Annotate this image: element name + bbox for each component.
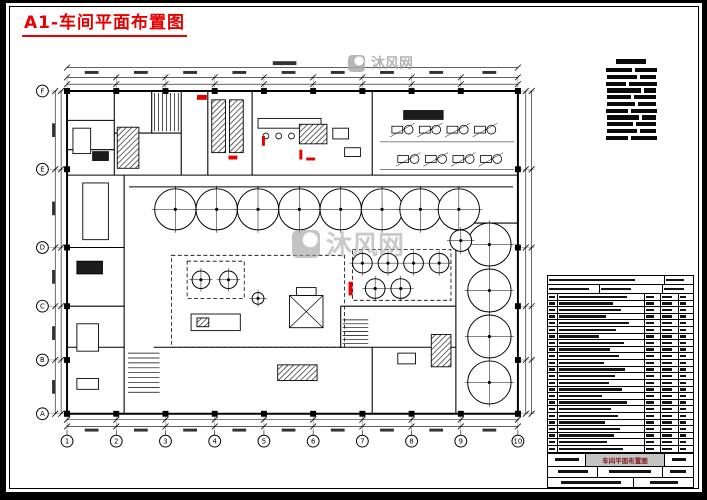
tank-circles	[151, 132, 514, 407]
table-row	[548, 432, 693, 440]
title-block-cell	[663, 467, 693, 477]
watermark-logo-icon	[292, 229, 320, 258]
svg-text:5: 5	[262, 438, 266, 446]
schedule-row	[598, 74, 664, 79]
title-block-cell	[548, 466, 598, 477]
schedule-row	[598, 129, 664, 134]
svg-text:6: 6	[311, 438, 315, 446]
title-block-cell	[548, 477, 634, 487]
watermark-top-text: 沐风网	[371, 56, 413, 72]
revision-schedule	[598, 59, 664, 143]
table-row	[548, 379, 693, 387]
equipment-blocks	[72, 99, 452, 390]
schedule-row	[598, 122, 664, 127]
table-row	[548, 366, 693, 374]
svg-text:D: D	[40, 244, 45, 252]
watermark-center-text: 沐风网	[326, 231, 405, 261]
schedule-row	[598, 115, 664, 120]
table-row	[548, 313, 693, 321]
table-row	[548, 333, 693, 341]
column-markers	[64, 88, 521, 417]
svg-text:F: F	[40, 87, 44, 95]
svg-text:9: 9	[459, 438, 463, 446]
table-row	[548, 294, 693, 301]
table-row	[548, 393, 693, 400]
floor-plan-drawing: 1 2 3 4 5 6 7 8 9 10 F E D C B A	[36, 61, 535, 448]
table-row	[548, 276, 693, 285]
table-row	[548, 399, 693, 407]
svg-text:E: E	[40, 166, 44, 174]
title-block-cell	[548, 453, 586, 466]
table-row	[548, 320, 693, 328]
table-row	[548, 412, 693, 420]
table-row	[548, 353, 693, 361]
svg-text:B: B	[40, 356, 45, 364]
table-row	[548, 327, 693, 334]
svg-text:1: 1	[65, 438, 69, 446]
table-row	[548, 426, 693, 433]
schedule-row	[598, 81, 664, 86]
svg-text:10: 10	[514, 438, 523, 446]
title-block: 车间平面布置图	[548, 452, 693, 487]
table-row	[548, 373, 693, 380]
dimension-lines	[49, 61, 535, 436]
watermark-logo-icon	[348, 54, 365, 72]
title-block-cell	[665, 454, 693, 466]
title-block-cell	[598, 466, 663, 477]
title-block-drawing-name: 车间平面布置图	[586, 453, 665, 466]
svg-text:A: A	[40, 410, 45, 418]
schedule-row	[598, 101, 664, 107]
watermark-center: 沐风网	[292, 225, 404, 262]
revision-schedule-header	[616, 59, 646, 64]
svg-text:4: 4	[213, 438, 217, 446]
svg-text:C: C	[40, 302, 45, 310]
title-block-cell	[634, 478, 693, 487]
grid-axis-bubbles: 1 2 3 4 5 6 7 8 9 10 F E D C B A	[36, 84, 525, 448]
table-row	[548, 285, 693, 294]
drawing-title: A1-车间平面布置图	[22, 8, 188, 37]
table-row	[548, 386, 693, 394]
table-row	[548, 340, 693, 347]
red-markers	[196, 94, 353, 296]
table-row	[548, 439, 693, 447]
table-row	[548, 346, 693, 354]
table-row	[548, 406, 693, 413]
schedule-row	[598, 135, 664, 140]
table-row	[548, 419, 693, 427]
svg-text:3: 3	[163, 438, 167, 446]
table-row	[548, 360, 693, 367]
svg-text:8: 8	[409, 438, 413, 446]
svg-text:2: 2	[114, 438, 118, 446]
watermark-top: 沐风网	[348, 53, 413, 73]
equipment-list-table: 车间平面布置图	[547, 275, 694, 488]
table-row	[548, 307, 693, 314]
table-row	[548, 446, 693, 453]
svg-text:7: 7	[360, 438, 364, 446]
schedule-row	[598, 95, 664, 100]
schedule-row	[598, 68, 664, 73]
pump-units	[380, 123, 514, 170]
table-row	[548, 300, 693, 308]
schedule-row	[598, 88, 664, 93]
schedule-row	[598, 108, 664, 113]
platform-outlines	[170, 249, 452, 348]
